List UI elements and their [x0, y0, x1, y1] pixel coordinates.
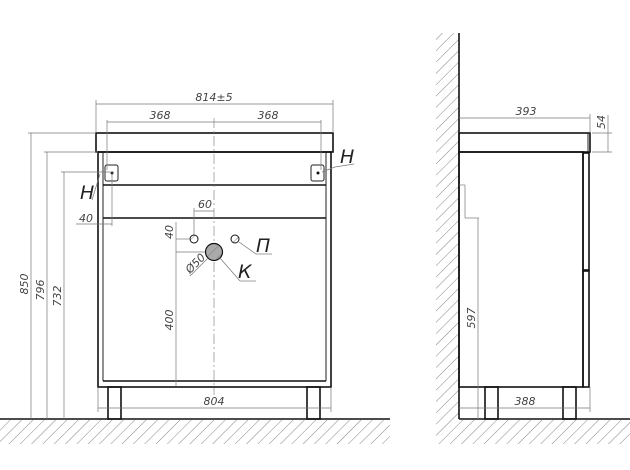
dim-depth-body: 388	[515, 395, 536, 408]
leg-side-front	[562, 386, 577, 420]
mount-hole-right	[316, 171, 320, 175]
door-upper	[582, 152, 590, 271]
dim-mount-offset: 40	[79, 212, 93, 225]
dimension-lines-side	[459, 114, 612, 419]
dim-half-left: 368	[150, 109, 171, 122]
supply-hole-left	[189, 234, 199, 244]
dim-depth-top: 393	[516, 105, 537, 118]
dim-body-width: 804	[204, 395, 225, 408]
supply-label: П	[256, 235, 270, 257]
dim-width-total: 814±5	[195, 91, 232, 104]
dim-height-597: 597	[465, 308, 478, 329]
dim-pipe-offset: 40	[163, 225, 176, 239]
mount-label-left: Н	[80, 182, 94, 204]
drain-label: К	[238, 261, 253, 283]
dim-top-thickness: 54	[595, 115, 608, 129]
dimension-lines-front	[28, 100, 355, 419]
floor-hatch-front	[0, 420, 390, 444]
cabinet-body-side	[458, 151, 584, 388]
dim-drain-diameter: Ø50	[182, 251, 208, 277]
leg-side-back	[484, 386, 499, 420]
side-view: 393 54 597 388	[436, 33, 630, 444]
cabinet-body	[97, 151, 332, 388]
wall-hatch	[436, 33, 459, 444]
leg-left	[107, 386, 122, 420]
supply-hole-right	[230, 234, 240, 244]
dim-height-732: 732	[51, 286, 64, 307]
countertop-side	[458, 132, 591, 153]
front-view: 814±5 368 368 850 796 732 40 Н Н 60 40 Ø…	[0, 91, 390, 444]
dim-height-796: 796	[34, 280, 47, 301]
door-lower	[582, 270, 590, 388]
leg-right	[306, 386, 321, 420]
mount-bracket-left	[104, 164, 119, 182]
floor-hatch-side	[459, 420, 630, 444]
mount-label-right: Н	[340, 146, 354, 168]
dim-height-total: 850	[18, 274, 31, 295]
mount-bracket-right	[310, 164, 325, 182]
drain-hole-hatch	[206, 244, 222, 260]
dim-half-right: 368	[258, 109, 279, 122]
countertop	[95, 132, 334, 153]
dim-pipe-spacing: 60	[198, 198, 212, 211]
dim-drain-height: 400	[163, 310, 176, 331]
